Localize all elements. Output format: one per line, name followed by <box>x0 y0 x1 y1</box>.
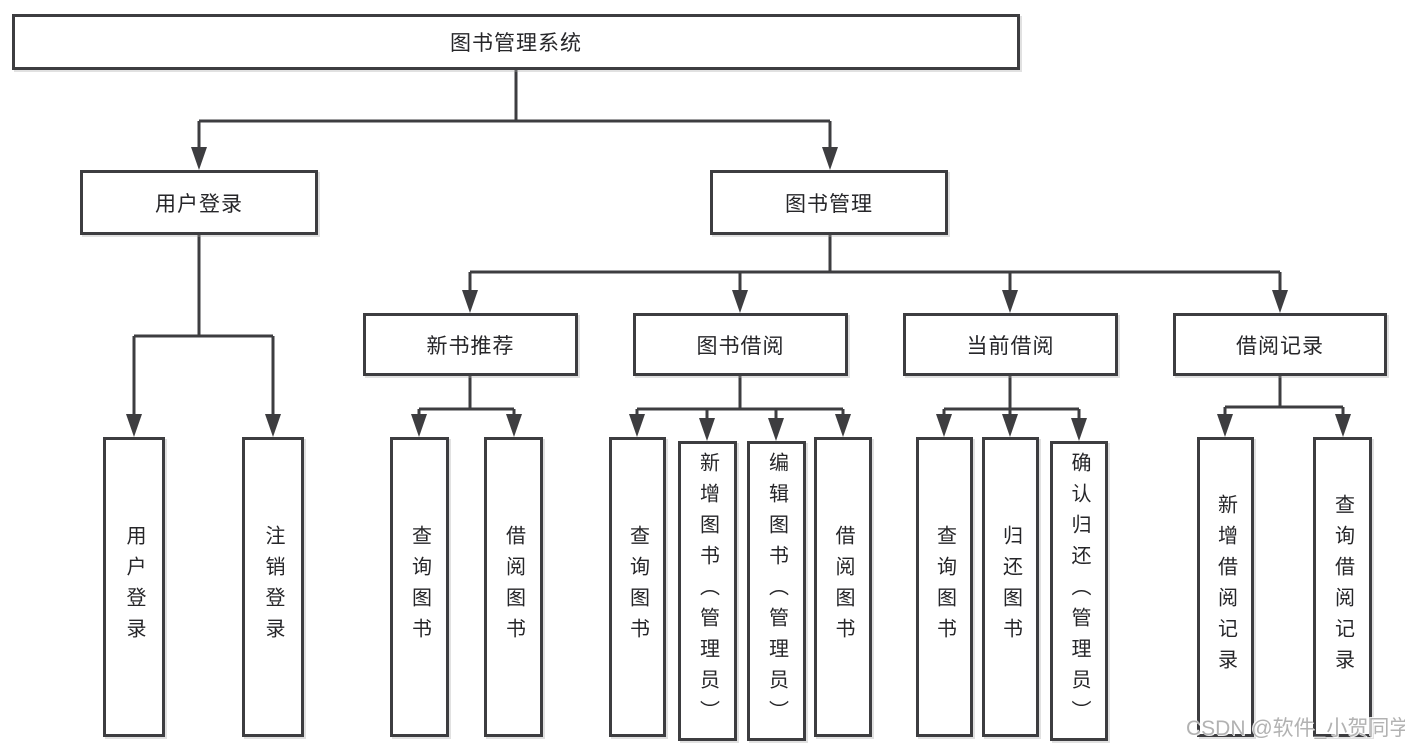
node-book-borrow: 图书借阅 <box>633 313 848 376</box>
watermark-text: CSDN @软件_小贺同学 <box>1186 717 1405 740</box>
leaf-borrow-add-book-admin-label: 新增图书（管理员） <box>696 451 719 731</box>
node-borrow-records-label: 借阅记录 <box>1236 334 1324 358</box>
leaf-current-search-book: 查询图书 <box>916 437 973 737</box>
node-root-label: 图书管理系统 <box>450 32 582 55</box>
leaf-current-confirm-return-admin-label: 确认归还（管理员） <box>1068 451 1090 731</box>
arrowhead-icons <box>126 147 1351 441</box>
node-user-login-label: 用户登录 <box>155 192 243 216</box>
leaf-logout-label: 注销登录 <box>262 525 284 649</box>
tree-edges <box>132 70 1345 425</box>
node-book-management-label: 图书管理 <box>785 192 873 216</box>
arrowhead-icon <box>822 147 838 170</box>
node-borrow-records: 借阅记录 <box>1173 313 1387 376</box>
arrowhead-icon <box>1002 290 1018 313</box>
leaf-borrow-search-book-label: 查询图书 <box>626 525 649 649</box>
arrowhead-icon <box>506 414 522 437</box>
leaf-records-add-record-label: 新增借阅记录 <box>1214 494 1237 680</box>
leaf-current-search-book-label: 查询图书 <box>933 525 956 649</box>
leaf-user-login: 用户登录 <box>103 437 165 737</box>
arrowhead-icon <box>1071 418 1087 441</box>
arrowhead-icon <box>1335 414 1351 437</box>
node-current-borrow-label: 当前借阅 <box>966 334 1055 358</box>
arrowhead-icon <box>411 414 427 437</box>
leaf-borrow-search-book: 查询图书 <box>609 437 666 737</box>
arrowhead-icon <box>1217 414 1233 437</box>
leaf-logout: 注销登录 <box>242 437 304 737</box>
leaf-recommend-search-book-label: 查询图书 <box>408 525 431 649</box>
leaf-current-return-book-label: 归还图书 <box>999 525 1022 649</box>
leaf-user-login-label: 用户登录 <box>123 525 145 649</box>
arrowhead-icon <box>629 414 645 437</box>
arrowhead-icon <box>462 290 478 313</box>
arrowhead-icon <box>768 418 784 441</box>
leaf-borrow-borrow-book: 借阅图书 <box>814 437 872 737</box>
leaf-borrow-edit-book-admin: 编辑图书（管理员） <box>747 441 806 741</box>
leaf-records-search-record: 查询借阅记录 <box>1313 437 1372 737</box>
arrowhead-icon <box>1272 290 1288 313</box>
leaf-records-search-record-label: 查询借阅记录 <box>1331 494 1354 680</box>
arrowhead-icon <box>732 290 748 313</box>
leaf-borrow-borrow-book-label: 借阅图书 <box>832 525 854 649</box>
node-book-management: 图书管理 <box>710 170 948 235</box>
leaf-borrow-edit-book-admin-label: 编辑图书（管理员） <box>765 451 788 731</box>
leaf-records-add-record: 新增借阅记录 <box>1197 437 1254 737</box>
node-new-book-recommend-label: 新书推荐 <box>426 334 515 358</box>
leaf-borrow-add-book-admin: 新增图书（管理员） <box>678 441 737 741</box>
arrowhead-icon <box>191 147 207 170</box>
node-root: 图书管理系统 <box>12 14 1020 70</box>
node-new-book-recommend: 新书推荐 <box>363 313 578 376</box>
arrowhead-icon <box>126 414 142 437</box>
leaf-current-return-book: 归还图书 <box>982 437 1039 737</box>
arrowhead-icon <box>699 418 715 441</box>
arrowhead-icon <box>835 414 851 437</box>
arrowhead-icon <box>265 414 281 437</box>
leaf-recommend-borrow-book: 借阅图书 <box>484 437 543 737</box>
leaf-current-confirm-return-admin: 确认归还（管理员） <box>1050 441 1108 741</box>
arrowhead-icon <box>1002 414 1018 437</box>
arrowhead-icon <box>936 414 952 437</box>
node-current-borrow: 当前借阅 <box>903 313 1118 376</box>
node-book-borrow-label: 图书借阅 <box>696 334 785 358</box>
leaf-recommend-borrow-book-label: 借阅图书 <box>502 525 525 649</box>
node-user-login: 用户登录 <box>80 170 318 235</box>
leaf-recommend-search-book: 查询图书 <box>390 437 449 737</box>
